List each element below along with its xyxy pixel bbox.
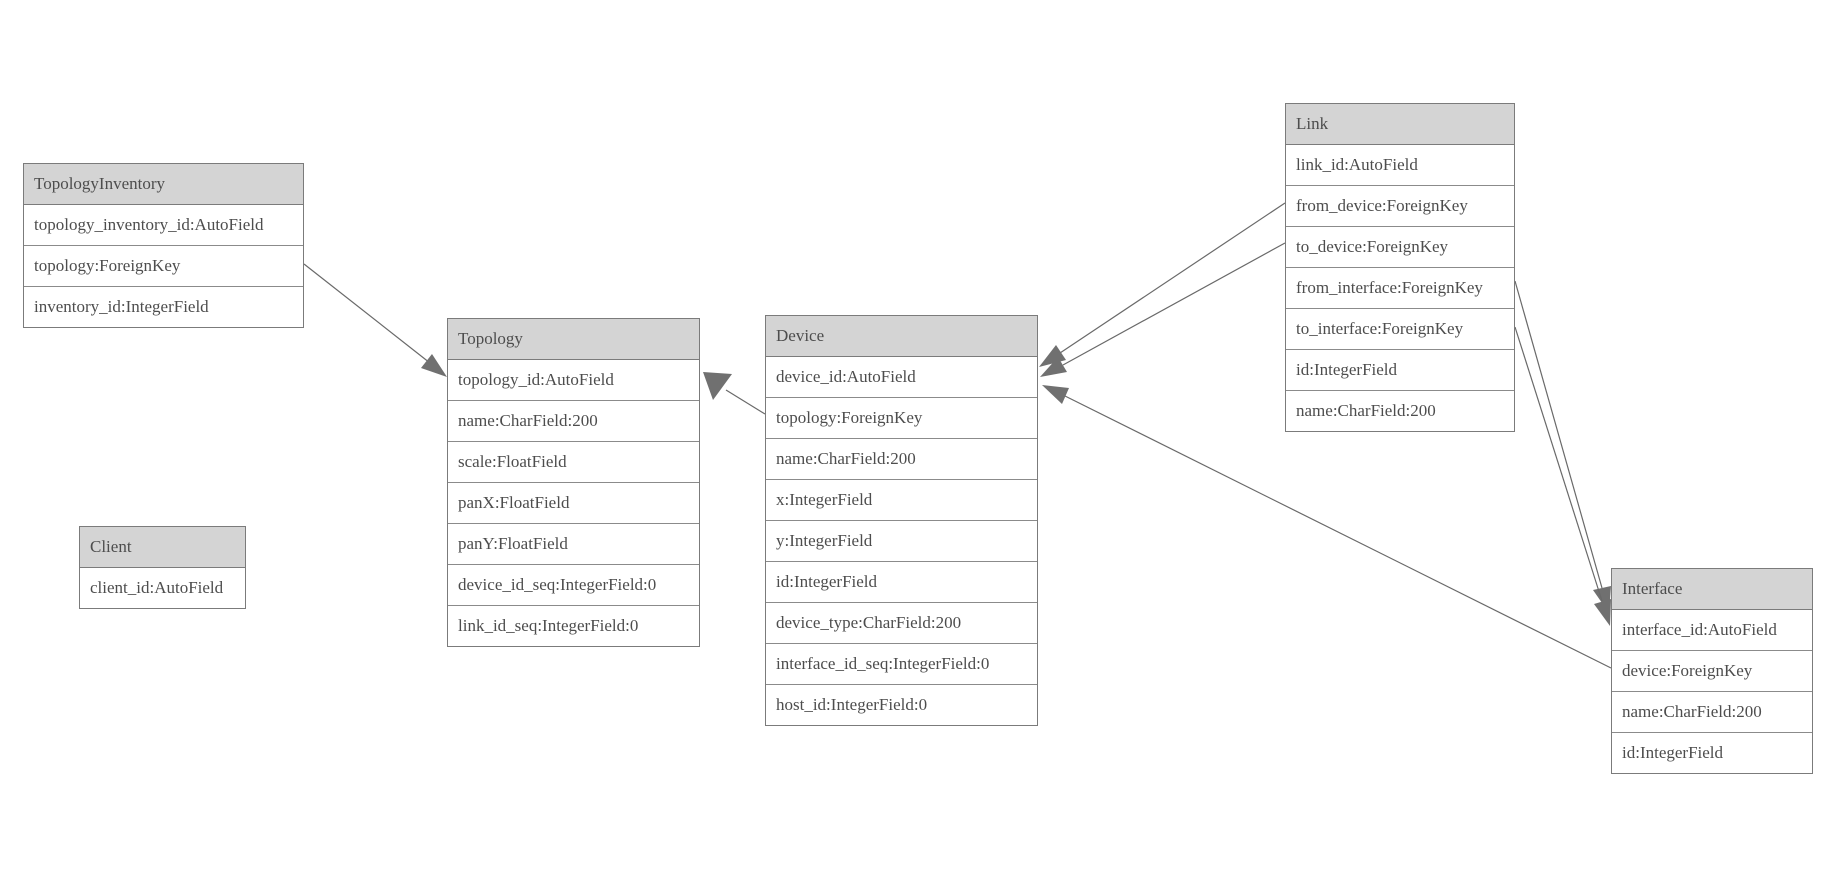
entity-link: Link link_id:AutoField from_device:Forei… — [1285, 103, 1515, 432]
entity-field: panX:FloatField — [448, 483, 699, 524]
entity-field: name:CharField:200 — [1612, 692, 1812, 733]
entity-interface: Interface interface_id:AutoField device:… — [1611, 568, 1813, 774]
entity-field: name:CharField:200 — [766, 439, 1037, 480]
entity-title: Client — [80, 527, 245, 568]
entity-title: TopologyInventory — [24, 164, 303, 205]
edge-link-tointerface-interface-arrowhead — [1594, 599, 1611, 626]
entity-field: device_id_seq:IntegerField:0 — [448, 565, 699, 606]
edge-interface-device-arrowhead — [1042, 385, 1069, 404]
edge-link-fromdevice-device-line — [1059, 202, 1286, 354]
entity-field: from_interface:ForeignKey — [1286, 268, 1514, 309]
entity-field: id:IntegerField — [1612, 733, 1812, 773]
entity-field: interface_id:AutoField — [1612, 610, 1812, 651]
edge-topologyinventory-topology-line — [303, 263, 431, 364]
edge-link-tointerface-interface-line — [1514, 326, 1603, 602]
entity-title: Link — [1286, 104, 1514, 145]
edge-device-topology-arrowhead — [703, 372, 732, 400]
edge-link-frominterface-interface-line — [1514, 280, 1603, 589]
entity-field: topology_inventory_id:AutoField — [24, 205, 303, 246]
edge-interface-device-line — [1064, 395, 1612, 669]
entity-field: interface_id_seq:IntegerField:0 — [766, 644, 1037, 685]
entity-field: device:ForeignKey — [1612, 651, 1812, 692]
entity-field: x:IntegerField — [766, 480, 1037, 521]
entity-field: to_interface:ForeignKey — [1286, 309, 1514, 350]
edge-link-todevice-device-line — [1062, 242, 1286, 366]
entity-device: Device device_id:AutoField topology:Fore… — [765, 315, 1038, 726]
edge-link-todevice-device-arrowhead — [1040, 357, 1067, 377]
entity-field: name:CharField:200 — [1286, 391, 1514, 431]
entity-field: y:IntegerField — [766, 521, 1037, 562]
entity-field: host_id:IntegerField:0 — [766, 685, 1037, 725]
entity-field: topology_id:AutoField — [448, 360, 699, 401]
entity-field: from_device:ForeignKey — [1286, 186, 1514, 227]
entity-field: client_id:AutoField — [80, 568, 245, 608]
entity-field: scale:FloatField — [448, 442, 699, 483]
entity-field: id:IntegerField — [1286, 350, 1514, 391]
entity-title: Topology — [448, 319, 699, 360]
entity-client: Client client_id:AutoField — [79, 526, 246, 609]
entity-field: link_id:AutoField — [1286, 145, 1514, 186]
entity-topology: Topology topology_id:AutoField name:Char… — [447, 318, 700, 647]
entity-field: device_type:CharField:200 — [766, 603, 1037, 644]
edge-device-topology-line — [725, 389, 766, 415]
entity-field: device_id:AutoField — [766, 357, 1037, 398]
edge-topologyinventory-topology-arrowhead — [421, 354, 447, 377]
entity-field: topology:ForeignKey — [766, 398, 1037, 439]
entity-field: id:IntegerField — [766, 562, 1037, 603]
entity-field: inventory_id:IntegerField — [24, 287, 303, 327]
entity-field: panY:FloatField — [448, 524, 699, 565]
entity-field: link_id_seq:IntegerField:0 — [448, 606, 699, 646]
entity-title: Interface — [1612, 569, 1812, 610]
entity-title: Device — [766, 316, 1037, 357]
entity-field: topology:ForeignKey — [24, 246, 303, 287]
entity-field: name:CharField:200 — [448, 401, 699, 442]
entity-topology-inventory: TopologyInventory topology_inventory_id:… — [23, 163, 304, 328]
entity-field: to_device:ForeignKey — [1286, 227, 1514, 268]
